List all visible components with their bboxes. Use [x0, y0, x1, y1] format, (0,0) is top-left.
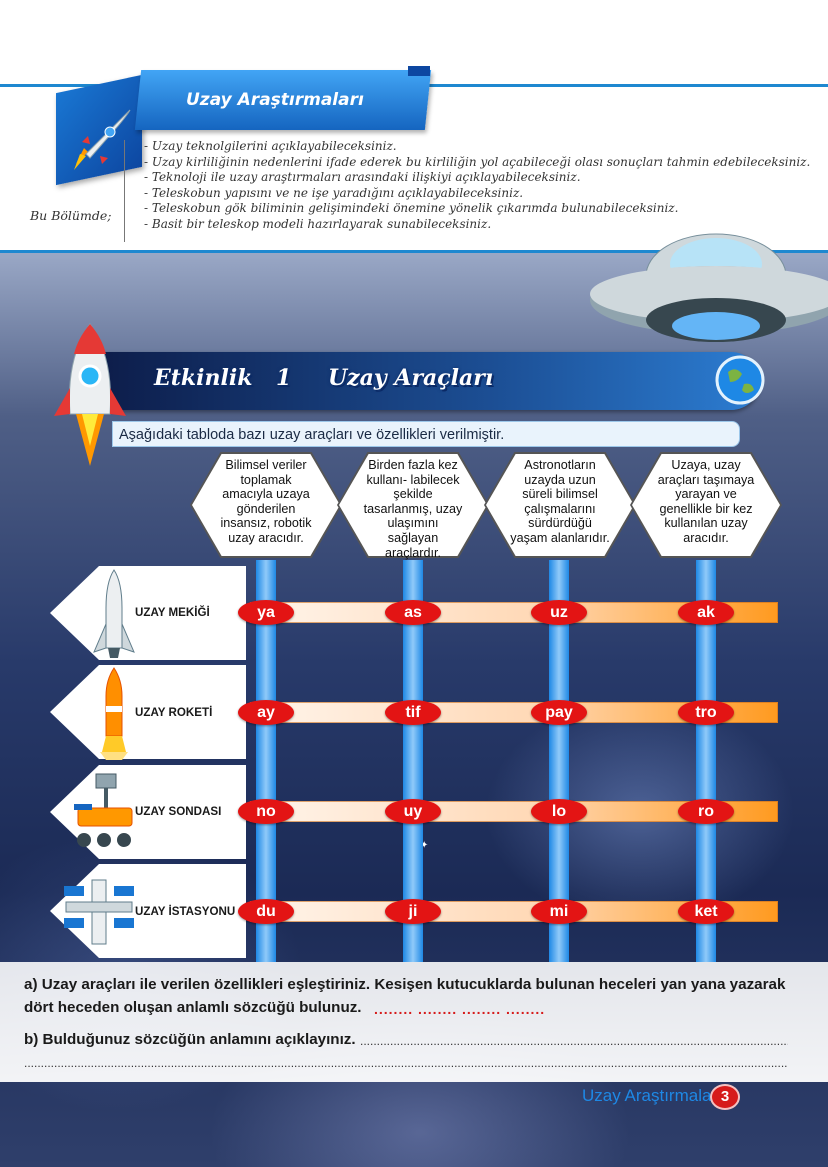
syllable-badge: tro: [678, 700, 734, 725]
objective-item: - Basit bir teleskop modeli hazırlayarak…: [144, 216, 492, 231]
instruction-box: Aşağıdaki tabloda bazı uzay araçları ve …: [112, 421, 740, 447]
vehicle-label: UZAY MEKİĞİ: [135, 606, 210, 619]
feature-hex: [192, 454, 340, 556]
objectives-brace: [124, 140, 135, 242]
question-b: b) Bulduğunuz sözcüğün anlamını açıklayı…: [24, 1031, 356, 1048]
answer-line[interactable]: ........................................…: [360, 1034, 788, 1048]
footer-title: Uzay Araştırmaları: [582, 1086, 722, 1105]
syllable-badge: as: [385, 600, 441, 625]
chapter-title: Uzay Araştırmaları: [186, 90, 364, 110]
globe-icon: [715, 355, 765, 405]
ufo-illustration: [590, 233, 828, 342]
rocket-icon: [54, 323, 126, 466]
ribbon-tail: [408, 66, 430, 76]
syllable-badge: ro: [678, 799, 734, 824]
syllable-badge: ay: [238, 700, 294, 725]
syllable-badge: uy: [385, 799, 441, 824]
question-a-line2: dört heceden oluşan anlamlı sözcüğü bulu…: [24, 999, 362, 1016]
activity-banner: [100, 352, 760, 410]
syllable-badge: ji: [385, 899, 441, 924]
rocket-icon: [100, 667, 128, 760]
space-shuttle-icon: [93, 569, 135, 658]
vehicle-label: UZAY İSTASYONU: [135, 905, 236, 918]
row-bar: [250, 602, 778, 623]
section-label: Bu Bölümde;: [30, 208, 112, 223]
syllable-badge: ket: [678, 899, 734, 924]
activity-number: 1: [276, 365, 292, 391]
column-bar: [696, 560, 716, 962]
feature-text: Uzaya, uzay araçları taşımaya yarayan ve…: [657, 458, 755, 545]
syllable-badge: mi: [531, 899, 587, 924]
vehicle-label: UZAY ROKETİ: [135, 706, 213, 719]
space-probe-icon: [74, 773, 133, 847]
feature-hex: [339, 454, 487, 556]
row-bar: [250, 901, 778, 922]
feature-text: Bilimsel veriler toplamak amacıyla uzaya…: [220, 458, 312, 545]
feature-hex: [632, 454, 780, 556]
feature-hex: [486, 454, 634, 556]
column-bar: [403, 560, 423, 962]
vehicle-hex: [50, 566, 246, 660]
objectives-list: - Uzay teknolgilerini açıklayabileceksin…: [144, 139, 810, 233]
syllable-badge: lo: [531, 799, 587, 824]
syllable-badge: du: [238, 899, 294, 924]
header-bottom-rule: [0, 250, 828, 253]
syllable-badge: ya: [238, 600, 294, 625]
rocket-icon: [74, 109, 131, 170]
objective-item: - Teleskobun yapısını ve ne işe yaradığı…: [144, 185, 524, 200]
objective-item: - Uzay kirliliğinin nedenlerini ifade ed…: [144, 154, 811, 169]
row-bar: [250, 702, 778, 723]
column-bar: [256, 560, 276, 962]
answer-line[interactable]: ........................................…: [24, 1056, 788, 1070]
objective-item: - Teleskobun gök biliminin gelişimindeki…: [144, 201, 679, 216]
answer-blanks[interactable]: ........ ........ ........ ........: [374, 1001, 546, 1017]
row-bar: [250, 801, 778, 822]
syllable-badge: ak: [678, 600, 734, 625]
page-number: 3: [710, 1084, 740, 1110]
activity-title: Uzay Araçları: [328, 365, 494, 391]
syllable-badge: no: [238, 799, 294, 824]
question-panel: [0, 962, 828, 1082]
activity-label: Etkinlik: [154, 365, 253, 391]
vehicle-label: UZAY SONDASI: [135, 805, 222, 818]
objective-item: - Teknoloji ile uzay araştırmaları arası…: [144, 170, 581, 185]
question-a-line1: a) Uzay araçları ile verilen özellikleri…: [24, 976, 786, 993]
column-bar: [549, 560, 569, 962]
objective-item: - Uzay teknolgilerini açıklayabileceksin…: [144, 139, 397, 153]
syllable-badge: pay: [531, 700, 587, 725]
feature-text: Astronotların uzayda uzun süreli bilimse…: [510, 458, 610, 545]
feature-text: Birden fazla kez kullanı- labilecek şeki…: [363, 458, 463, 560]
syllable-badge: tif: [385, 700, 441, 725]
space-station-icon: [64, 879, 134, 945]
syllable-badge: uz: [531, 600, 587, 625]
vehicle-hex: [50, 665, 246, 759]
star-icon: ✦: [420, 840, 429, 851]
